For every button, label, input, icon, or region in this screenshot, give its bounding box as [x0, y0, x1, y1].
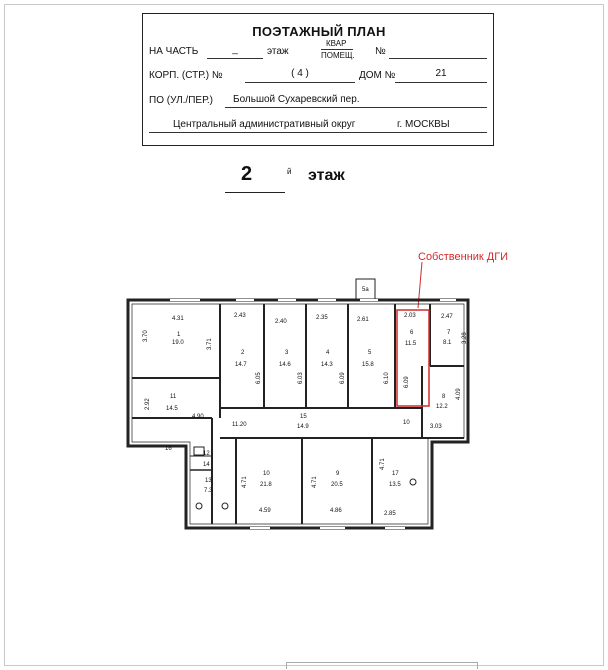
- room-14-label: 14: [203, 462, 210, 468]
- outer-wall: [126, 298, 470, 530]
- room-1-side: 3.71: [207, 338, 213, 350]
- room-11-height: 2.92: [145, 398, 151, 410]
- room-6-height: 6.09: [404, 376, 410, 388]
- room-6-width: 2.03: [404, 313, 416, 319]
- page-frame: [4, 4, 604, 666]
- room-7-number: 7: [447, 330, 451, 336]
- room-4-number: 4: [326, 350, 330, 356]
- floor-underline: [225, 192, 285, 193]
- room-13-area: 7.3: [204, 488, 213, 494]
- dom-value: 21: [435, 68, 447, 79]
- room-5-height: 6.10: [384, 372, 390, 384]
- room-10-number: 10: [263, 471, 270, 477]
- pomesh-label: ПОМЕЩ.: [321, 51, 355, 60]
- room-3-area: 14.6: [279, 362, 291, 368]
- room-7-area: 8.1: [443, 340, 452, 346]
- room-17-area: 13.5: [389, 482, 401, 488]
- room-17-height: 4.71: [380, 458, 386, 470]
- room-2-height: 6.05: [256, 372, 262, 384]
- fixture-12: [193, 446, 205, 456]
- room-9-number: 9: [336, 471, 340, 477]
- room-9-width: 4.86: [330, 508, 342, 514]
- room-15-width: 11.20: [232, 422, 247, 428]
- room-4-width: 2.35: [316, 315, 328, 321]
- room-3-width: 2.40: [275, 319, 287, 325]
- na-chast-label: НА ЧАСТЬ: [149, 46, 199, 57]
- room-7-width: 2.47: [441, 314, 453, 320]
- room-4-area: 14.3: [321, 362, 333, 368]
- floor-word: этаж: [308, 167, 345, 184]
- room-1-width: 4.31: [172, 316, 184, 322]
- plan-title: ПОЭТАЖНЫЙ ПЛАН: [252, 24, 386, 39]
- sink-13: [195, 502, 203, 510]
- footer-stamp-edge: [286, 662, 478, 669]
- room-15-number: 15: [300, 414, 307, 420]
- room-2-width: 2.43: [234, 313, 246, 319]
- header-stamp: ПОЭТАЖНЫЙ ПЛАН НА ЧАСТЬ _ этаж КВАР ПОМЕ…: [142, 13, 494, 146]
- room-1-height: 3.70: [143, 330, 149, 342]
- district-value: Центральный административный округ: [173, 119, 356, 130]
- owner-annotation: Собственник ДГИ: [418, 251, 509, 263]
- room-8-area: 12.2: [436, 404, 448, 410]
- room-9-area: 20.5: [331, 482, 343, 488]
- no-label: №: [375, 46, 386, 57]
- room-6-area: 11.5: [405, 341, 417, 347]
- street-label: ПО (УЛ./ПЕР.): [149, 95, 213, 106]
- room-6-number: 6: [410, 330, 414, 336]
- room-1-number: 1: [177, 332, 181, 338]
- room-2-number: 2: [241, 350, 245, 356]
- owner-room-highlight: [396, 309, 430, 407]
- room-10b-label: 10: [403, 420, 410, 426]
- room-5-width: 2.61: [357, 317, 369, 323]
- floor-number: 2: [241, 163, 253, 185]
- room-10-area: 21.8: [260, 482, 272, 488]
- room-1-area: 19.0: [172, 340, 184, 346]
- sink-17: [409, 478, 417, 486]
- inner-wall: [131, 303, 465, 525]
- sink-10: [221, 502, 229, 510]
- room-8-height: 4.09: [456, 388, 462, 400]
- room-4-height: 6.09: [340, 372, 346, 384]
- room-2-area: 14.7: [235, 362, 247, 368]
- room-9-height: 4.71: [312, 476, 318, 488]
- room-5-number: 5: [368, 350, 372, 356]
- kvar-label: КВАР: [326, 39, 347, 48]
- floor-superscript: й: [287, 167, 292, 176]
- room-15-area: 14.9: [297, 424, 309, 430]
- room-17-number: 17: [392, 471, 399, 477]
- korp-value: ( 4 ): [291, 68, 309, 79]
- room-11-width: 4.90: [192, 414, 204, 420]
- room-7-height: 3.28: [462, 332, 468, 344]
- room-3-height: 6.03: [298, 372, 304, 384]
- etazh-label: этаж: [267, 46, 289, 57]
- room-8-width: 3.03: [430, 424, 442, 430]
- room-5-area: 15.8: [362, 362, 374, 368]
- room-12-label: 12: [203, 451, 210, 457]
- room-8-number: 8: [442, 394, 446, 400]
- room-13-number: 13: [205, 478, 212, 484]
- stair-label: 5а: [362, 287, 369, 293]
- korp-label: КОРП. (СТР.) №: [149, 70, 223, 81]
- room-10-width: 4.59: [259, 508, 271, 514]
- na-chast-value: _: [232, 44, 238, 55]
- room-10-height: 4.71: [242, 476, 248, 488]
- city-value: г. МОСКВЫ: [397, 119, 450, 130]
- room-11-area: 14.5: [166, 406, 178, 412]
- room-11-number: 11: [170, 394, 177, 400]
- room-3-number: 3: [285, 350, 289, 356]
- dom-label: ДОМ №: [359, 70, 396, 81]
- street-value: Большой Сухаревский пер.: [233, 94, 360, 105]
- room-16-label: 16: [165, 446, 172, 452]
- room-17-width: 2.85: [384, 511, 396, 517]
